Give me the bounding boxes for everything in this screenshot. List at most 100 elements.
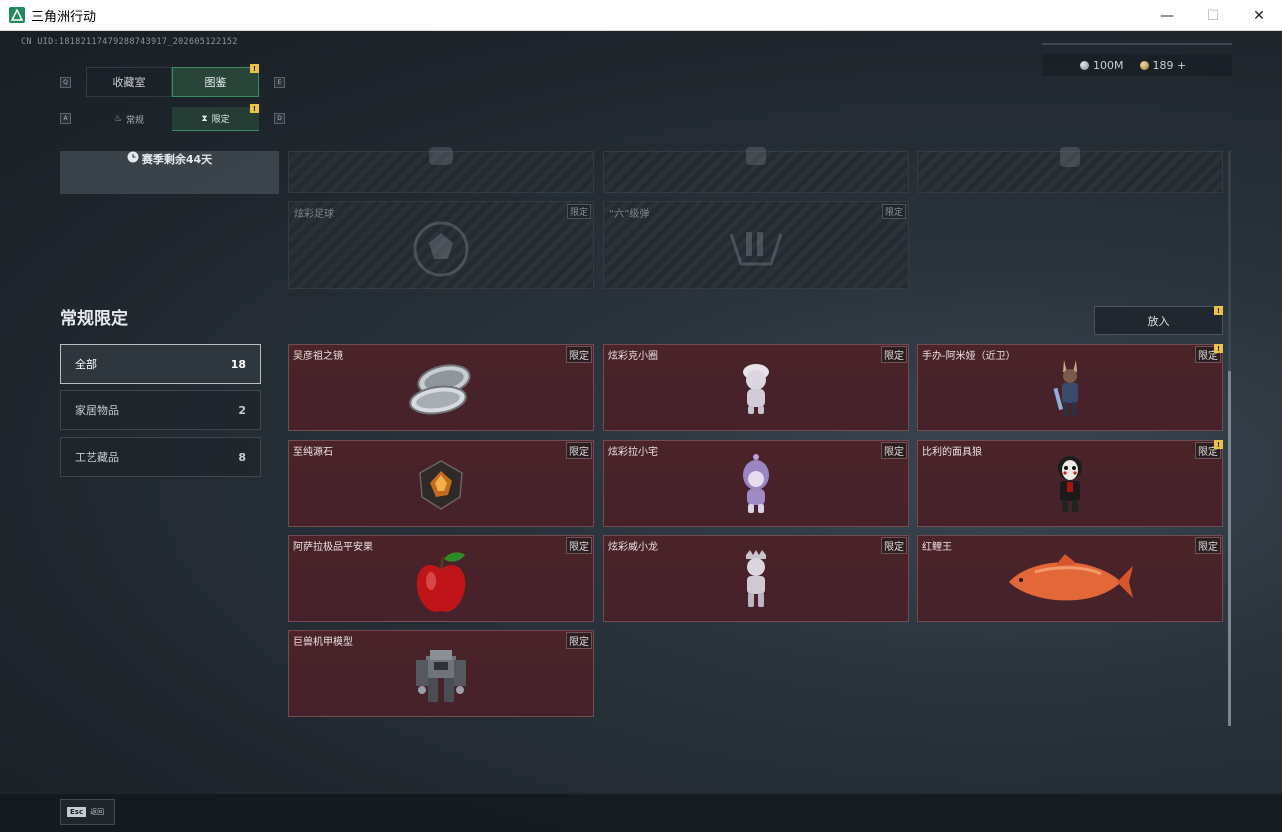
minimize-button[interactable]: —	[1160, 7, 1174, 24]
item-card[interactable]: 吴彦祖之镜 限定	[288, 344, 594, 431]
figure-icon	[743, 454, 769, 514]
game-viewport: CN UID:18182117479288743917_202605122152…	[0, 31, 1282, 832]
item-name: 炫彩克小圈	[608, 351, 658, 362]
section-title: 常规限定	[60, 309, 128, 329]
scrollbar-thumb[interactable]	[1228, 371, 1231, 726]
close-button[interactable]: ✕	[1253, 7, 1265, 24]
carp-icon	[1009, 554, 1133, 601]
hourglass-icon: ⧗	[201, 113, 208, 124]
maximize-button[interactable]: ☐	[1206, 7, 1220, 24]
item-card[interactable]: 手办-阿米娅（近卫） 限定 !	[917, 344, 1223, 431]
season-timer: 赛季剩余44天	[60, 151, 279, 194]
category-home-items[interactable]: 家居物品 2	[60, 390, 261, 430]
limited-tag: 限定	[566, 537, 592, 554]
currency-gold-value: 189 +	[1152, 58, 1187, 72]
esc-key-hint: Esc	[67, 807, 87, 817]
item-name: 炫彩威小龙	[608, 542, 658, 553]
subtab-regular[interactable]: ♨ 常规	[86, 107, 172, 131]
item-card[interactable]: 炫彩拉小宅 限定	[603, 440, 909, 527]
category-label: 工艺藏品	[75, 451, 119, 464]
back-button[interactable]: Esc 返回	[60, 799, 115, 825]
key-hint-a: A	[60, 113, 71, 124]
currency-silver[interactable]: 100M	[1080, 59, 1124, 72]
item-card[interactable]: 阿萨拉极品平安果 限定	[288, 535, 594, 622]
item-alert-badge: !	[1214, 344, 1223, 353]
limited-tag: 限定	[566, 204, 591, 219]
item-name: 比利的面具狼	[922, 447, 982, 458]
item-card[interactable]: 炫彩克小圈 限定	[603, 344, 909, 431]
bottom-bar: Esc 返回	[0, 794, 1282, 832]
currency-bar: 100M 189 +	[1042, 54, 1232, 76]
amiya-figure-icon	[1053, 360, 1078, 417]
tab-catalog[interactable]: 图鉴	[172, 67, 259, 97]
mask-figure-icon	[1058, 456, 1082, 513]
item-card[interactable]: 比利的面具狼 限定 !	[917, 440, 1223, 527]
item-silhouette-icon	[429, 147, 453, 165]
category-all[interactable]: 全部 18	[60, 344, 261, 384]
item-alert-badge: !	[1214, 440, 1223, 449]
limited-tag: 限定	[1195, 537, 1221, 554]
category-count: 2	[238, 403, 246, 417]
category-label: 全部	[75, 358, 97, 371]
key-hint-q: Q	[60, 77, 71, 88]
subtab-limited-label: 限定	[211, 115, 230, 125]
key-hint-d: D	[274, 113, 285, 124]
put-in-button[interactable]: 放入	[1094, 306, 1223, 335]
silver-coin-icon	[1080, 60, 1089, 70]
item-name: 巨兽机甲模型	[293, 637, 353, 648]
item-name: 炫彩足球	[294, 209, 334, 220]
currency-gold[interactable]: 189 +	[1139, 58, 1187, 72]
gold-coin-icon	[1139, 60, 1149, 70]
app-logo-icon	[9, 7, 25, 23]
tab-collection-room[interactable]: 收藏室	[86, 67, 172, 97]
limited-tag: 限定	[566, 442, 592, 459]
item-silhouette-icon	[746, 147, 766, 165]
limited-tag: 限定	[566, 346, 592, 363]
user-uid: CN UID:18182117479288743917_202605122152	[21, 37, 238, 47]
football-silhouette-icon	[413, 221, 469, 277]
limited-tag: 限定	[881, 537, 907, 554]
locked-item-card[interactable]	[603, 147, 909, 193]
mech-icon	[416, 649, 466, 702]
season-remaining-text: 赛季剩余44天	[141, 153, 213, 166]
figure-icon	[743, 364, 769, 415]
category-label: 家居物品	[75, 404, 119, 417]
locked-item-card[interactable]: 炫彩足球 限定	[288, 201, 594, 289]
limited-tag: 限定	[881, 442, 907, 459]
item-name: “六”级弹	[609, 209, 650, 220]
item-silhouette-icon	[1060, 147, 1080, 167]
locked-item-card[interactable]	[917, 147, 1223, 193]
figure-icon	[746, 550, 766, 608]
category-count: 18	[230, 357, 246, 371]
bullet-silhouette-icon	[729, 232, 783, 266]
gem-icon	[419, 460, 463, 511]
item-name: 手办-阿米娅（近卫）	[922, 351, 1016, 362]
limited-alert-badge: !	[250, 104, 259, 113]
catalog-alert-badge: !	[250, 64, 259, 73]
subtab-regular-label: 常规	[126, 115, 145, 126]
item-name: 阿萨拉极品平安果	[293, 542, 373, 553]
category-crafts[interactable]: 工艺藏品 8	[60, 437, 261, 477]
put-in-alert-badge: !	[1214, 306, 1223, 315]
item-name: 红鲤王	[922, 542, 952, 553]
top-divider	[1042, 43, 1232, 45]
limited-tag: 限定	[566, 632, 592, 649]
window-titlebar: 三角洲行动 — ☐ ✕	[0, 0, 1282, 31]
key-hint-e: E	[274, 77, 285, 88]
item-card[interactable]: 至纯源石 限定	[288, 440, 594, 527]
item-name: 炫彩拉小宅	[608, 447, 658, 458]
currency-silver-value: 100M	[1093, 58, 1124, 72]
subtab-limited[interactable]: ⧗ 限定	[172, 107, 259, 131]
item-card[interactable]: 炫彩威小龙 限定	[603, 535, 909, 622]
item-card[interactable]: 巨兽机甲模型 限定	[288, 630, 594, 717]
locked-item-card[interactable]: “六”级弹 限定	[603, 201, 909, 289]
locked-item-card[interactable]	[288, 147, 594, 193]
window-title: 三角洲行动	[31, 9, 97, 25]
back-label: 返回	[90, 808, 105, 816]
category-count: 8	[238, 450, 246, 464]
apple-icon	[416, 551, 466, 612]
item-card[interactable]: 红鲤王 限定	[917, 535, 1223, 622]
flame-icon: ♨	[113, 114, 123, 124]
mirror-icon	[409, 364, 471, 415]
limited-tag: 限定	[881, 346, 907, 363]
